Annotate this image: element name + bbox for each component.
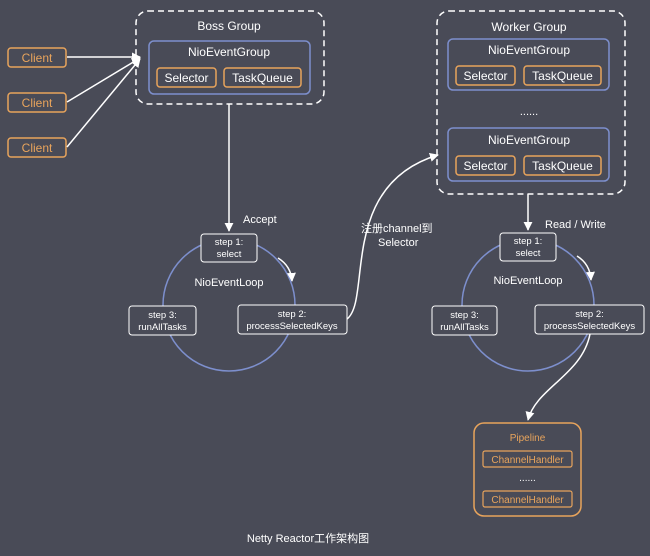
register-label-line2: Selector bbox=[378, 237, 419, 249]
step2-action: processSelectedKeys bbox=[544, 321, 636, 332]
client-arrow bbox=[66, 58, 141, 148]
client-box: Client bbox=[7, 137, 67, 158]
worker-group-ellipsis: ...... bbox=[520, 106, 538, 118]
worker-event-loop: NioEventLoop step 1: select step 2: proc… bbox=[431, 232, 645, 372]
pipeline-arrow bbox=[525, 333, 591, 421]
nio-event-group: NioEventGroup Selector TaskQueue bbox=[447, 38, 610, 91]
channel-handler-box bbox=[482, 490, 573, 508]
selector-box bbox=[455, 155, 516, 176]
channel-handler-label: ChannelHandler bbox=[491, 455, 564, 466]
step1-box bbox=[200, 233, 258, 263]
task-queue-box bbox=[523, 65, 602, 86]
channel-handler-box bbox=[482, 450, 573, 468]
read-write-label: Read / Write bbox=[545, 219, 606, 231]
event-loop-title: NioEventLoop bbox=[194, 277, 263, 289]
task-queue-label: TaskQueue bbox=[232, 71, 293, 85]
client-box: Client bbox=[7, 47, 67, 68]
event-group-title: NioEventGroup bbox=[188, 45, 270, 59]
boss-group-title: Boss Group bbox=[197, 19, 261, 33]
pipeline: Pipeline ChannelHandler ...... ChannelHa… bbox=[473, 422, 582, 517]
step1-action: select bbox=[217, 249, 242, 260]
pipeline-ellipsis: ...... bbox=[519, 473, 536, 484]
nio-event-group: NioEventGroup Selector TaskQueue bbox=[447, 127, 610, 182]
loop-direction-arrow bbox=[576, 255, 595, 281]
worker-group: Worker Group NioEventGroup Selector Task… bbox=[436, 10, 626, 195]
event-group-title: NioEventGroup bbox=[488, 133, 570, 147]
boss-event-loop: NioEventLoop step 1: select step 2: proc… bbox=[128, 233, 348, 372]
register-channel-arrow bbox=[346, 153, 439, 320]
client-label: Client bbox=[22, 51, 53, 65]
boss-group: Boss Group NioEventGroup Selector TaskQu… bbox=[135, 10, 325, 105]
event-group-title: NioEventGroup bbox=[488, 43, 570, 57]
pipeline-title: Pipeline bbox=[510, 433, 546, 444]
step2-label: step 2: bbox=[278, 309, 307, 320]
client-label: Client bbox=[22, 141, 53, 155]
step1-label: step 1: bbox=[215, 237, 244, 248]
task-queue-box bbox=[223, 67, 302, 88]
step1-label: step 1: bbox=[514, 236, 543, 247]
step3-box bbox=[431, 305, 498, 336]
task-queue-label: TaskQueue bbox=[532, 159, 593, 173]
step3-label: step 3: bbox=[148, 310, 177, 321]
client-box: Client bbox=[7, 92, 67, 113]
channel-handler-label: ChannelHandler bbox=[491, 495, 564, 506]
step1-action: select bbox=[516, 248, 541, 259]
task-queue-label: TaskQueue bbox=[532, 69, 593, 83]
step2-label: step 2: bbox=[575, 309, 604, 320]
accept-label: Accept bbox=[243, 214, 277, 226]
selector-box bbox=[156, 67, 217, 88]
step3-label: step 3: bbox=[450, 310, 479, 321]
step2-box bbox=[237, 304, 348, 335]
nio-event-group: NioEventGroup Selector TaskQueue bbox=[148, 40, 311, 95]
selector-label: Selector bbox=[463, 69, 507, 83]
diagram-caption: Netty Reactor工作架构图 bbox=[247, 531, 369, 545]
selector-label: Selector bbox=[164, 71, 208, 85]
loop-direction-arrow bbox=[277, 257, 296, 282]
event-loop-title: NioEventLoop bbox=[493, 275, 562, 287]
worker-group-title: Worker Group bbox=[491, 20, 566, 34]
register-label-line1: 注册channel到 bbox=[361, 221, 433, 235]
step3-box bbox=[128, 305, 197, 336]
step1-box bbox=[499, 232, 557, 262]
step2-action: processSelectedKeys bbox=[246, 321, 338, 332]
step3-action: runAllTasks bbox=[138, 322, 187, 333]
selector-box bbox=[455, 65, 516, 86]
client-arrow bbox=[66, 57, 141, 103]
client-label: Client bbox=[22, 96, 53, 110]
step3-action: runAllTasks bbox=[440, 322, 489, 333]
selector-label: Selector bbox=[463, 159, 507, 173]
task-queue-box bbox=[523, 155, 602, 176]
